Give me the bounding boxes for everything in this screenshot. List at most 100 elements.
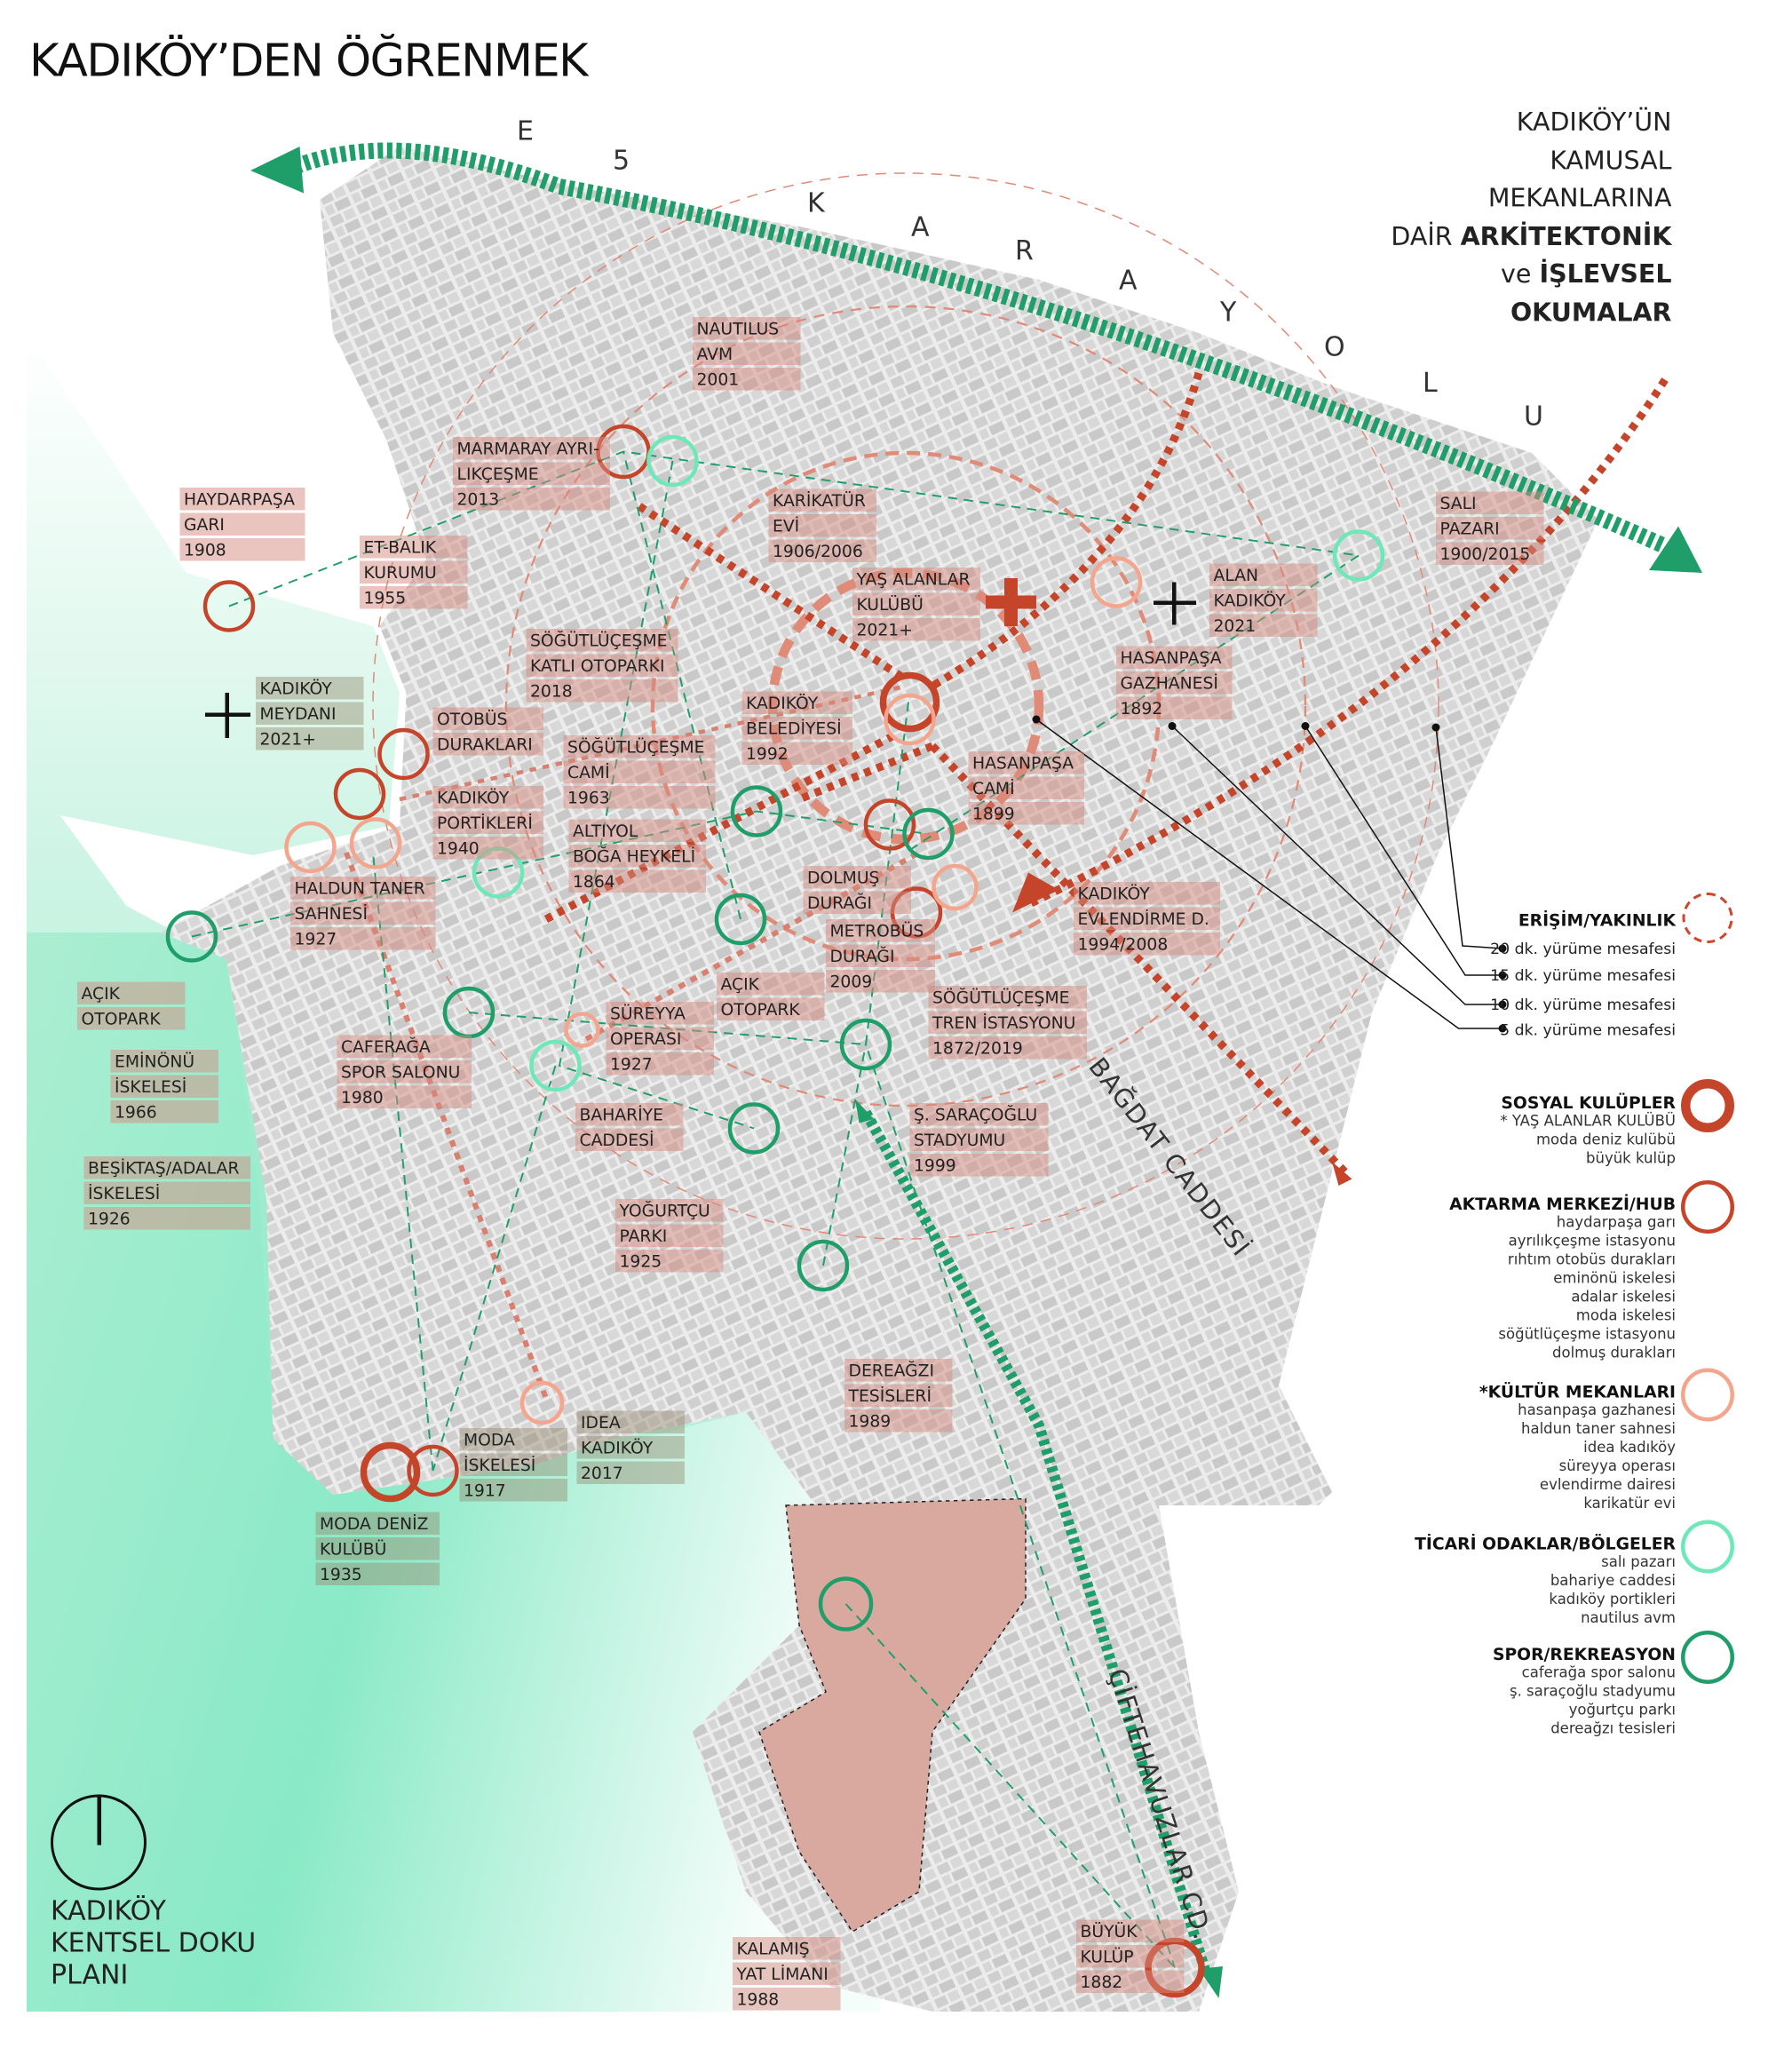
place-label-line: 1992 [741, 742, 852, 765]
social-club-marker[interactable] [360, 1441, 421, 1503]
place-label-line: 1980 [337, 1085, 472, 1108]
place-label-line: İSKELESİ [110, 1075, 218, 1098]
culture-marker[interactable] [932, 863, 979, 911]
culture-marker[interactable] [884, 693, 936, 746]
place-label-line: DEREAĞZI [844, 1359, 953, 1382]
e5-letter: K [807, 187, 825, 218]
hub-marker[interactable] [407, 1444, 459, 1497]
plus-icon-alan-kadikoy [1154, 582, 1196, 625]
place-label-line: 2021+ [256, 727, 364, 750]
place-label-line: AVM [693, 342, 801, 365]
place-label-line: SAHNESİ [290, 901, 436, 925]
place-label-line: YOĞURTÇU [615, 1199, 724, 1222]
hub-marker[interactable] [333, 767, 386, 821]
commercial-marker[interactable] [529, 1039, 582, 1092]
sport-marker[interactable] [714, 893, 767, 946]
place-label-line: 1917 [459, 1479, 567, 1502]
place-label-line: PORTİKLERİ [432, 811, 543, 834]
sport-marker[interactable] [839, 1018, 892, 1071]
place-label-line: CAFERAĞA [337, 1035, 472, 1058]
sport-marker[interactable] [730, 785, 783, 838]
place-label-line: MEYDANI [256, 702, 364, 725]
place-label-line: 1988 [733, 1988, 841, 2011]
hub-marker[interactable] [377, 727, 430, 781]
place-label-line: 1900/2015 [1436, 542, 1544, 565]
legend-category-item: nautilus avm [1581, 1609, 1676, 1627]
sport-marker[interactable] [818, 1576, 874, 1631]
place-label-line: MODA [459, 1428, 567, 1451]
arrow-head-icon [1012, 872, 1059, 913]
commercial-marker[interactable] [1332, 529, 1385, 582]
place-label-line: 1955 [360, 586, 468, 609]
social-club-marker[interactable] [879, 671, 940, 733]
culture-marker[interactable] [519, 1380, 565, 1425]
place-label-line: 1872/2019 [928, 1036, 1087, 1060]
legend-category-item: haydarpaşa garı [1556, 1213, 1676, 1232]
sport-marker[interactable] [727, 1102, 781, 1155]
place-label-line: LIKÇEŞME [453, 462, 610, 485]
sport-marker[interactable] [797, 1239, 850, 1292]
sport-marker[interactable] [902, 807, 955, 861]
hub-marker[interactable] [202, 580, 256, 632]
commercial-marker[interactable] [646, 434, 699, 488]
culture-marker[interactable] [564, 1012, 600, 1048]
place-label-line: 2009 [826, 970, 935, 993]
place-label-line: 1999 [909, 1154, 1049, 1177]
sport-ring-icon [1681, 1631, 1734, 1684]
plan-name: KADIKÖY KENTSEL DOKU PLANI [51, 1894, 256, 1990]
place-label-line: HAYDARPAŞA [179, 488, 305, 511]
sport-marker[interactable] [165, 910, 218, 963]
hub-marker[interactable] [863, 798, 916, 851]
culture-marker[interactable] [284, 821, 337, 874]
e5-letter: E [517, 115, 534, 147]
place-label-line: KADIKÖY [432, 786, 543, 809]
place-label-line: DURAKLARI [432, 733, 543, 756]
place-label-line: 2018 [526, 679, 678, 703]
culture-marker[interactable] [1090, 556, 1143, 608]
culture-marker[interactable] [349, 817, 402, 869]
legend-category-item: söğütlüçeşme istasyonu [1498, 1325, 1676, 1344]
place-label-line: DURAĞI [803, 891, 911, 914]
